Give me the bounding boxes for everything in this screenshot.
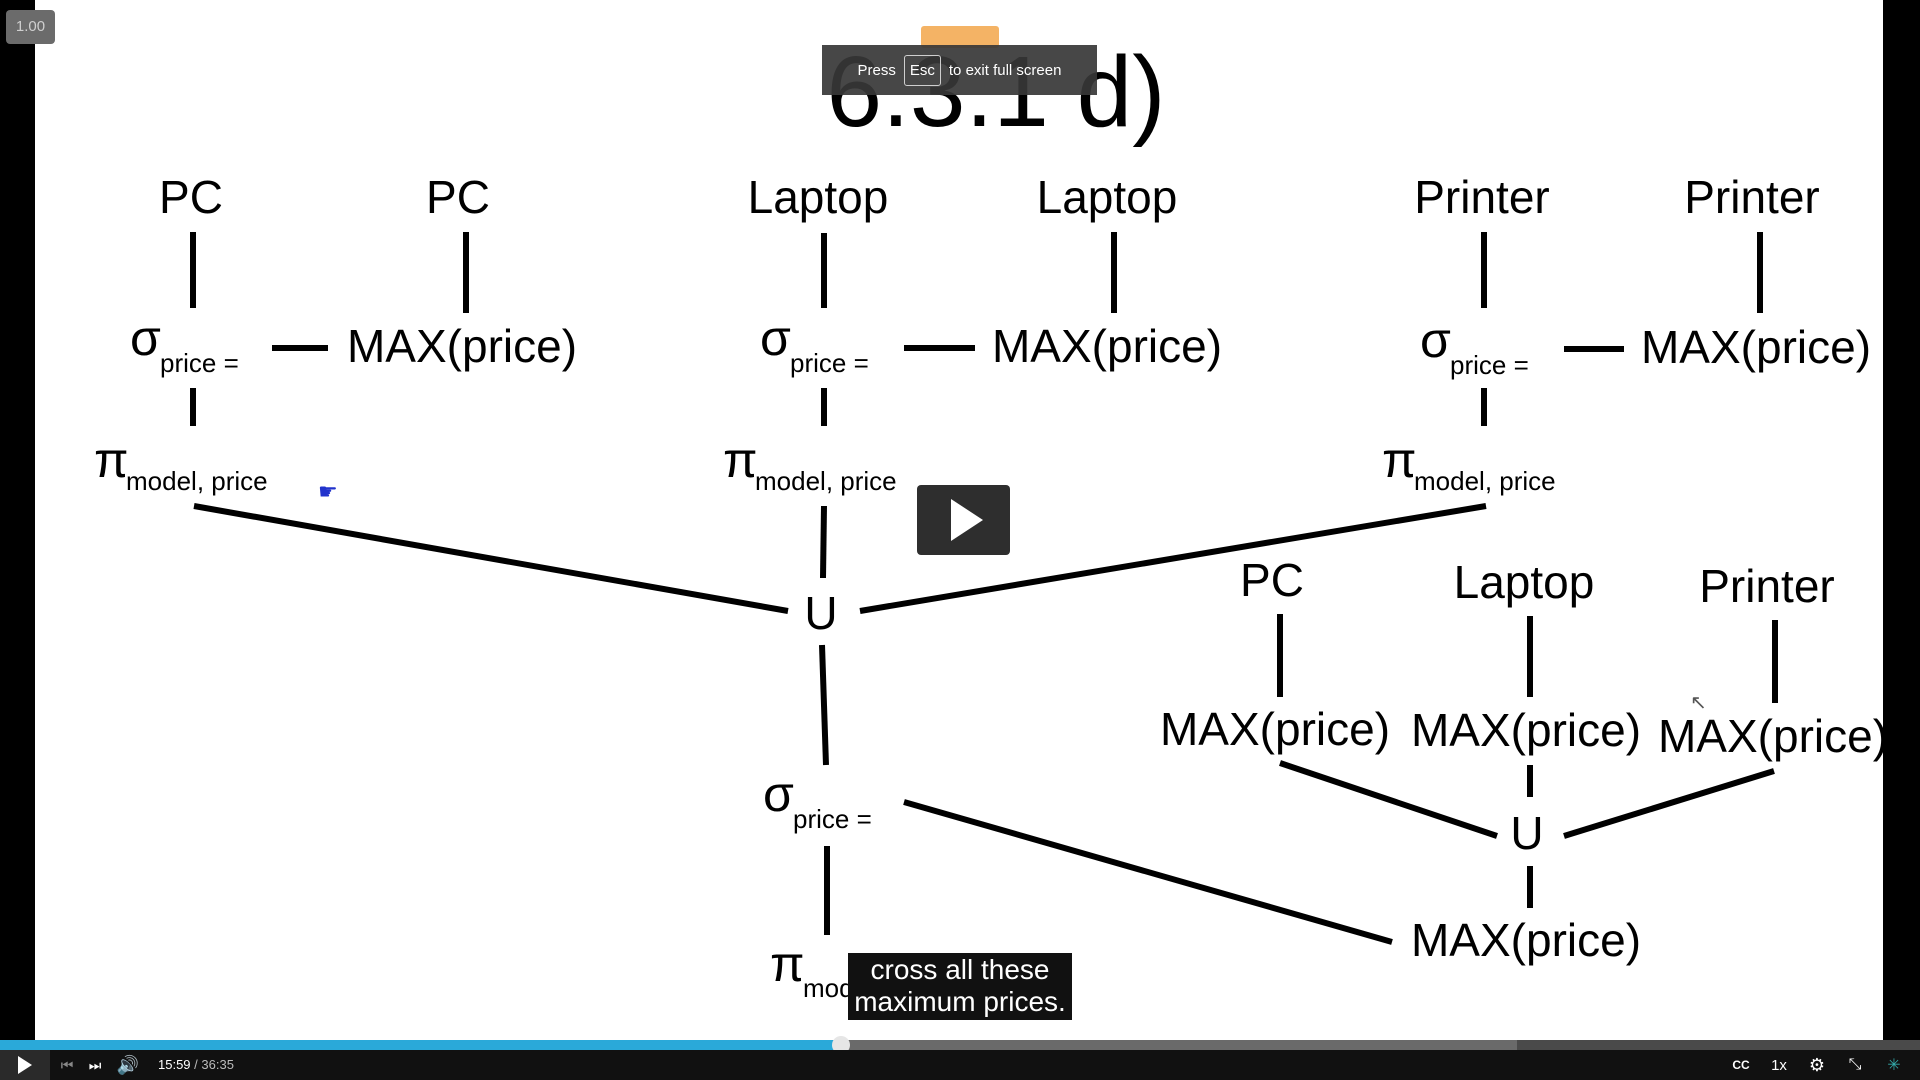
max-price-laptop: MAX(price) (992, 320, 1222, 372)
svg-text:π: π (1382, 432, 1417, 488)
play-overlay-button[interactable] (917, 485, 1010, 555)
progress-thumb[interactable] (831, 1036, 850, 1054)
play-button[interactable] (0, 1050, 50, 1080)
svg-text:price =: price = (790, 348, 869, 378)
time-display: 15:59 / 36:35 (158, 1050, 234, 1080)
captions-button[interactable]: CC (1726, 1050, 1756, 1080)
next-button[interactable]: ⏭ (82, 1050, 108, 1080)
hand-cursor-icon: ☛ (318, 479, 338, 504)
toast-rest-text: to exit full screen (948, 61, 1062, 79)
projection-node-laptop: π model, price (723, 432, 897, 496)
max-price-laptop-2: MAX(price) (1411, 704, 1641, 756)
svg-text:model, price: model, price (126, 466, 268, 496)
svg-text:price =: price = (793, 804, 872, 834)
caption-line-2: maximum prices. (854, 986, 1066, 1017)
projection-node-pc: π model, price (94, 432, 268, 496)
playback-rate-button[interactable]: 1x (1764, 1050, 1794, 1080)
player-logo[interactable]: ✳ (1878, 1050, 1910, 1080)
max-price-overall: MAX(price) (1411, 914, 1641, 966)
max-price-printer: MAX(price) (1641, 321, 1871, 373)
toast-press-text: Press (857, 61, 896, 79)
selection-node-pc: σ price = (130, 310, 239, 378)
svg-text:σ: σ (760, 310, 791, 366)
selection-node-final: σ price = (763, 766, 872, 834)
arrow-cursor-icon: ↖ (1690, 692, 1707, 714)
relation-printer-1: Printer (1414, 171, 1549, 223)
relational-algebra-diagram: 6.3.1 d) PC PC Laptop Laptop Printer Pri… (94, 36, 1883, 1003)
speed-badge: 1.00 (6, 10, 55, 44)
svg-text:σ: σ (1420, 312, 1451, 368)
svg-text:price =: price = (160, 348, 239, 378)
svg-text:π: π (770, 936, 805, 992)
progress-played (0, 1040, 841, 1050)
play-icon (950, 499, 983, 541)
projection-node-printer: π model, price (1382, 432, 1556, 496)
player-controls: ⏮ ⏭ 🔊 15:59 / 36:35 CC 1x ⚙ ⤡ ✳ (0, 1050, 1920, 1080)
current-time: 15:59 (158, 1057, 191, 1072)
volume-icon: 🔊 (116, 1054, 140, 1075)
previous-button[interactable]: ⏮ (56, 1050, 78, 1080)
relation-pc-2: PC (426, 171, 490, 223)
previous-icon: ⏮ (60, 1056, 74, 1073)
union-node-max: U (1510, 807, 1543, 859)
svg-text:π: π (94, 432, 129, 488)
relation-laptop-2: Laptop (1037, 171, 1178, 223)
exit-fullscreen-button[interactable]: ⤡ (1840, 1050, 1870, 1080)
subtitle-caption: cross all these maximum prices. (848, 953, 1072, 1020)
gear-icon: ⚙ (1808, 1054, 1826, 1075)
svg-text:price =: price = (1450, 350, 1529, 380)
settings-button[interactable]: ⚙ (1802, 1050, 1832, 1080)
total-time: / 36:35 (194, 1057, 234, 1072)
max-price-pc: MAX(price) (347, 320, 577, 372)
svg-text:σ: σ (130, 310, 161, 366)
relation-printer-3: Printer (1699, 560, 1834, 612)
play-icon (18, 1056, 32, 1074)
cc-icon: CC (1732, 1058, 1750, 1072)
browser-extension-icons (921, 26, 999, 48)
volume-button[interactable]: 🔊 (114, 1050, 142, 1080)
svg-text:σ: σ (763, 766, 794, 822)
relation-pc-1: PC (159, 171, 223, 223)
logo-icon: ✳ (1887, 1057, 1901, 1074)
fullscreen-toast: Press Esc to exit full screen (822, 45, 1097, 95)
svg-text:model, price: model, price (755, 466, 897, 496)
progress-bar[interactable] (0, 1036, 1920, 1054)
svg-text:model, price: model, price (1414, 466, 1556, 496)
relation-laptop-1: Laptop (748, 171, 889, 223)
exit-fullscreen-icon: ⤡ (1848, 1056, 1862, 1073)
max-price-pc-2: MAX(price) (1160, 703, 1390, 755)
svg-text:π: π (723, 432, 758, 488)
rate-label: 1x (1771, 1056, 1787, 1074)
lecture-slide: 6.3.1 d) PC PC Laptop Laptop Printer Pri… (35, 0, 1883, 1040)
caption-line-1: cross all these (870, 954, 1050, 985)
max-price-printer-2: MAX(price) (1658, 710, 1883, 762)
next-icon: ⏭ (88, 1056, 102, 1073)
selection-node-printer: σ price = (1420, 312, 1529, 380)
relation-laptop-3: Laptop (1454, 556, 1595, 608)
relation-printer-2: Printer (1684, 171, 1819, 223)
esc-key: Esc (903, 54, 941, 86)
selection-node-laptop: σ price = (760, 310, 869, 378)
union-node-main: U (804, 587, 837, 639)
relation-pc-3: PC (1240, 554, 1304, 606)
